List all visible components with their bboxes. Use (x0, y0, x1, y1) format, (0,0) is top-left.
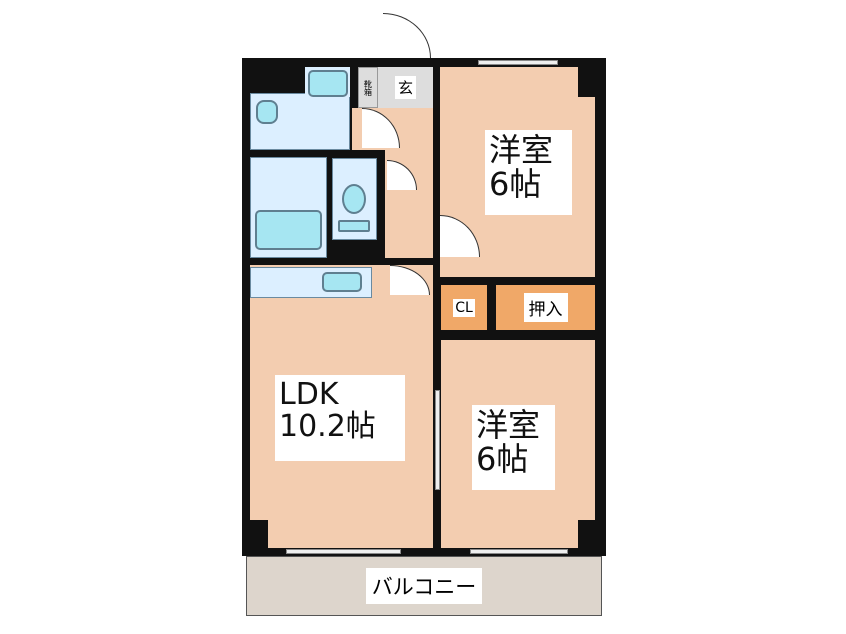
room1-label: 洋室 6帖 (485, 130, 572, 215)
genkan-label: 玄 (394, 76, 416, 99)
entrance-door[interactable] (383, 13, 431, 58)
oshiire-label: 押入 (523, 293, 568, 322)
room1-name: 洋室 (489, 131, 554, 169)
ldk-size: 10.2帖 (279, 408, 376, 444)
corner-pillar (578, 520, 595, 548)
genkan: 玄 (378, 67, 433, 108)
bathtub-icon (255, 210, 322, 250)
room1-size: 6帖 (489, 164, 542, 203)
room2-size: 6帖 (476, 439, 529, 478)
sliding-door[interactable] (435, 390, 440, 490)
room2-label: 洋室 6帖 (472, 405, 555, 490)
window (478, 60, 558, 65)
ldk-label: LDK 10.2帖 (275, 375, 405, 461)
closet-label: CL (453, 298, 475, 317)
shoe-box: 靴箱 (358, 67, 378, 108)
window (470, 549, 568, 554)
wash-basin-icon (256, 100, 278, 124)
room2-name: 洋室 (476, 406, 541, 444)
balcony: バルコニー (246, 556, 602, 616)
window (286, 549, 401, 554)
ldk-name: LDK (279, 377, 339, 412)
corner-pillar (578, 67, 595, 97)
ldk-corner (250, 520, 268, 548)
balcony-label: バルコニー (365, 568, 483, 604)
toilet-icon (342, 184, 366, 214)
washing-machine-icon (308, 70, 348, 97)
sink-icon (322, 272, 362, 292)
closet: CL (441, 285, 487, 330)
oshiire: 押入 (496, 285, 595, 330)
toilet-tank-icon (338, 220, 370, 232)
